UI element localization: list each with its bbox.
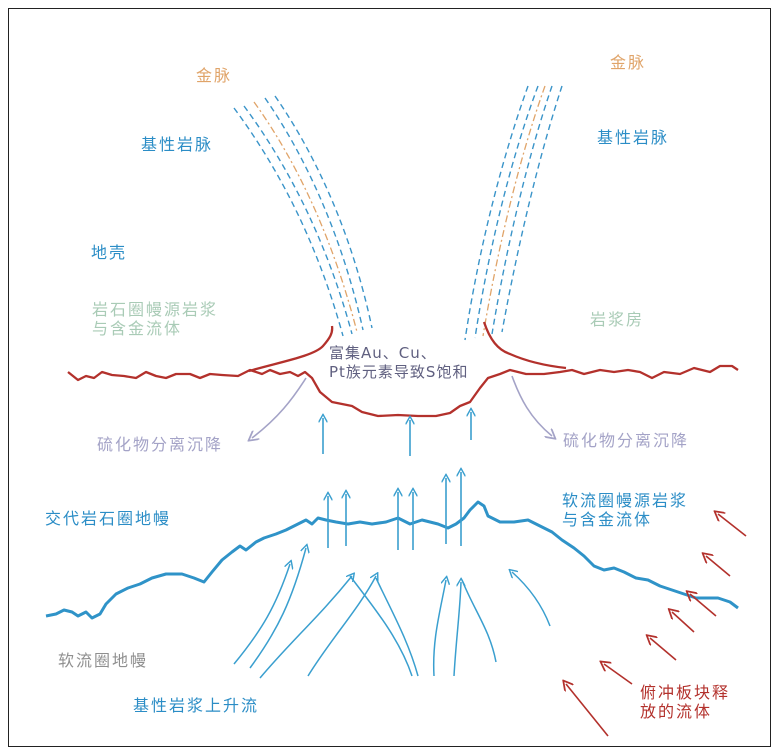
lithosphere-magma-line-1: 岩石圈幔源岩浆 xyxy=(92,300,219,319)
sulfide-arrow-right xyxy=(511,375,552,436)
sulfide-label-left: 硫化物分离沉降 xyxy=(97,435,224,454)
right-gold-vein xyxy=(482,85,546,337)
sulfide-arrow-left xyxy=(252,377,307,438)
right-dikes xyxy=(464,85,563,341)
upwelling-streamlines xyxy=(233,548,551,679)
subduction-fluid-line-2: 放的流体 xyxy=(640,702,713,721)
sulfide-label-right: 硫化物分离沉降 xyxy=(563,431,690,450)
crust-label: 地壳 xyxy=(91,243,128,262)
gold-vein-label-left: 金脉 xyxy=(196,66,233,85)
basic-dike-label-left: 基性岩脉 xyxy=(141,135,214,154)
magma-chamber-label: 岩浆房 xyxy=(590,310,645,329)
asthenosphere-label: 软流圈地幔 xyxy=(58,651,149,670)
left-dikes xyxy=(233,95,373,337)
gold-vein-label-right: 金脉 xyxy=(610,53,647,72)
asthenosphere-magma-line-1: 软流圈幔源岩浆 xyxy=(562,491,689,510)
lithosphere-magma-label: 岩石圈幔源岩浆 与含金流体 xyxy=(92,300,218,338)
magma-chamber-boundary xyxy=(67,321,739,418)
lithosphere-magma-line-2: 与含金流体 xyxy=(92,319,183,338)
subduction-fluid-line-1: 俯冲板块释 xyxy=(640,683,731,702)
basic-dike-label-right: 基性岩脉 xyxy=(597,128,670,147)
subduction-fluid-label: 俯冲板块释 放的流体 xyxy=(640,683,730,721)
asthenosphere-magma-label: 软流圈幔源岩浆 与含金流体 xyxy=(562,491,688,529)
lithosphere-asthenosphere-boundary xyxy=(45,500,739,620)
upwelling-label: 基性岩浆上升流 xyxy=(133,696,260,715)
enrichment-line-1: 富集Au、Cu、 xyxy=(329,344,437,362)
diagram-frame xyxy=(8,8,771,747)
subduction-fluid-arrows xyxy=(566,514,747,737)
mantle-upflow-arrows xyxy=(328,472,461,550)
metasomatized-mantle-label: 交代岩石圈地幔 xyxy=(45,509,172,528)
chamber-inflow-arrows xyxy=(323,412,471,456)
asthenosphere-magma-line-2: 与含金流体 xyxy=(562,510,653,529)
left-gold-vein xyxy=(253,101,358,333)
enrichment-label: 富集Au、Cu、 Pt族元素导致S饱和 xyxy=(329,344,468,382)
enrichment-line-2: Pt族元素导致S饱和 xyxy=(329,363,469,381)
